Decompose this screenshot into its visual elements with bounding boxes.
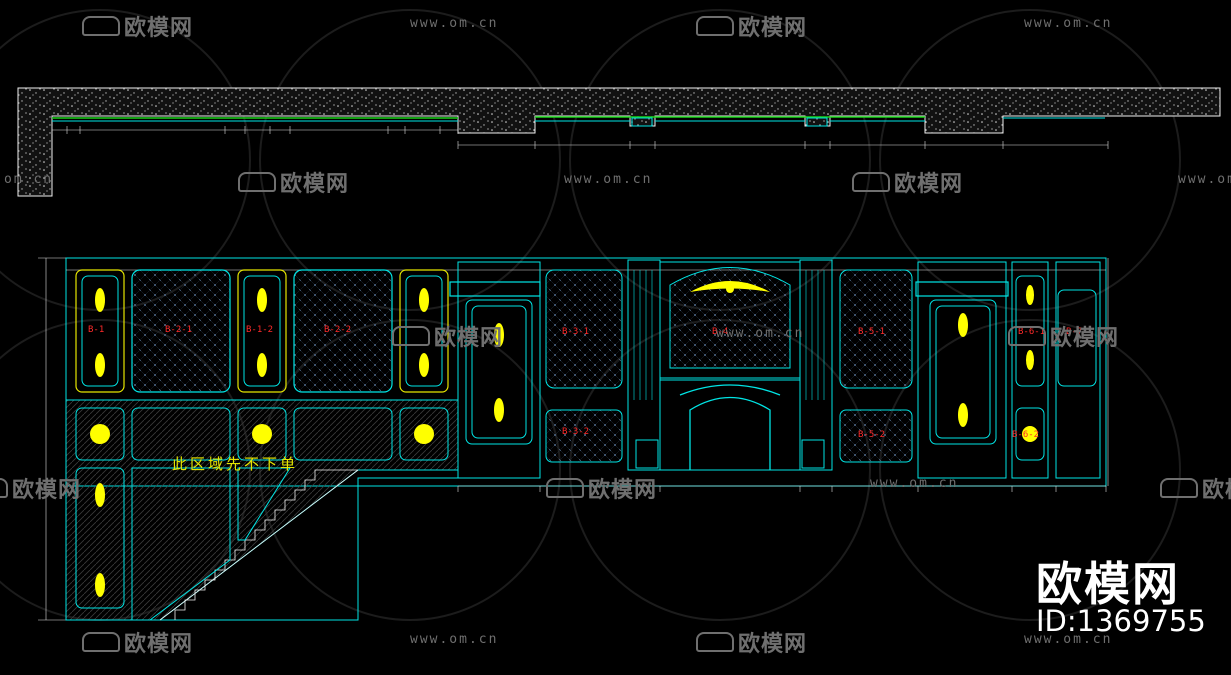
panel-tag: B-5-2 [858,430,886,440]
watermark-url: www.om.cn [1024,632,1113,647]
panels-right [839,261,1101,479]
watermark-logo: 欧模网 [696,10,807,42]
watermark-logo: 欧模网 [0,472,81,504]
gold-ornaments [90,281,1038,597]
watermark-url: www.om.cn [410,632,499,647]
sofa-logo-icon [1160,478,1198,498]
watermark-url: www.om.cn [716,326,805,341]
panel-b3 [449,261,623,479]
watermark-url: www.om.cn [410,16,499,31]
sofa-logo-icon [1008,326,1046,346]
fireplace [627,259,833,471]
panel-tag: B-2-2 [324,325,352,335]
brand-title: 欧模网 [1036,557,1180,611]
watermark-logo: 欧模网 [546,472,657,504]
watermark-logo: 欧模网 [82,10,193,42]
sofa-logo-icon [238,172,276,192]
panel-tag: B-2-1 [165,325,193,335]
watermark-url: www.om.cn [1178,172,1231,187]
panel-tag: B-5-1 [858,327,886,337]
panel-tag: B-1 [88,325,105,335]
watermark-logo: 欧模网 [852,166,963,198]
panels-lower-left [75,407,449,621]
watermark-logo: 欧模网 [238,166,349,198]
sofa-logo-icon [0,478,8,498]
watermark-logo: 欧模网 [1160,472,1231,504]
sofa-logo-icon [852,172,890,192]
sofa-logo-icon [82,632,120,652]
panel-tag: B-1-2 [246,325,274,335]
watermark-url: om.cn [4,172,54,187]
watermark-url: www.om.cn [870,476,959,491]
panel-tag: B-6-1 [1018,327,1046,337]
ceiling-section [17,87,1221,197]
watermark-logo: 欧模网 [392,320,503,352]
dimensions [457,486,1107,492]
panel-tag: B-3-1 [562,327,590,337]
panel-tag: B-3-2 [562,427,590,437]
sofa-logo-icon [392,326,430,346]
watermark-logo: 欧模网 [1008,320,1119,352]
panel-tag: B-6-2 [1012,430,1040,440]
sofa-logo-icon [546,478,584,498]
sofa-logo-icon [82,16,120,36]
watermark-url: www.om.cn [564,172,653,187]
watermark-url: www.om.cn [1024,16,1113,31]
sofa-logo-icon [696,16,734,36]
sofa-logo-icon [696,632,734,652]
panels-upper-left [75,269,449,393]
drawing-note: 此区域先不下单 [172,455,299,473]
watermark-logo: 欧模网 [696,626,807,658]
watermark-logo: 欧模网 [82,626,193,658]
model-id: ID:1369755 [1036,604,1206,638]
panel-tag: B-4 [712,327,729,337]
panel-tag: B-7 [1066,327,1083,337]
